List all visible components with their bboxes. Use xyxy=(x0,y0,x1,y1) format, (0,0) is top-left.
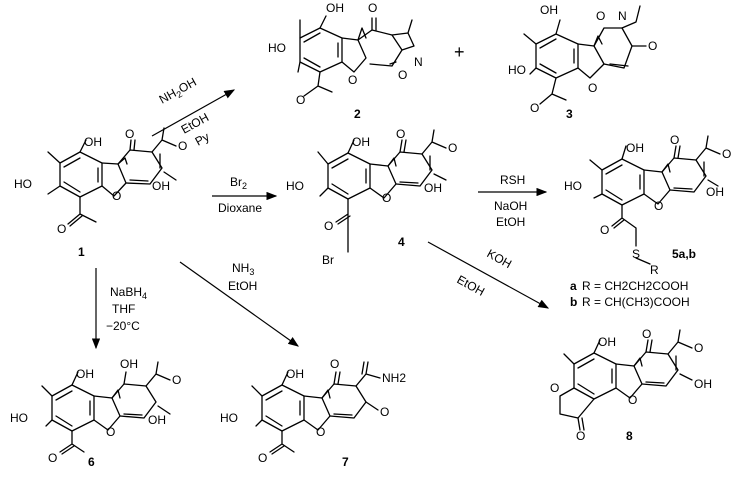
reagent-temperature: −20°C xyxy=(106,319,140,333)
atom-label: O xyxy=(550,381,559,395)
atom-label: O xyxy=(330,357,339,371)
atom-label: OH xyxy=(598,335,616,349)
reagent-py: Py xyxy=(193,130,212,149)
compound-number-8: 8 xyxy=(626,429,633,443)
atom-label: O xyxy=(368,1,377,15)
atom-label: O xyxy=(296,93,305,107)
r-group-b-key: b xyxy=(570,295,577,309)
atom-label: HO xyxy=(268,41,286,55)
reagent-etoh: EtOH xyxy=(228,279,257,293)
reagent-etoh: EtOH xyxy=(496,215,525,229)
compound-2-structure: OH HO O O N O O xyxy=(268,1,423,107)
compound-number-6: 6 xyxy=(88,455,95,469)
atom-label: O xyxy=(348,73,357,87)
reagent-nabh4: NaBH4 xyxy=(110,285,147,301)
atom-label: R xyxy=(650,263,659,277)
plus-sign: + xyxy=(454,42,465,62)
atom-label: O xyxy=(722,147,731,161)
reagent-koh: KOH xyxy=(485,246,515,271)
atom-label: O xyxy=(125,127,134,141)
atom-label: O xyxy=(324,219,333,233)
atom-label: O xyxy=(172,373,181,387)
atom-label: O xyxy=(448,141,457,155)
atom-label: O xyxy=(654,199,663,213)
atom-label: OH xyxy=(84,135,102,149)
reagent-br2: Br2 xyxy=(230,175,247,191)
atom-label: OH xyxy=(76,367,94,381)
atom-label: O xyxy=(694,341,703,355)
atom-label: OH xyxy=(626,141,644,155)
atom-label: OH xyxy=(352,135,370,149)
atom-label: HO xyxy=(508,63,526,77)
compound-6-structure: OH OH HO O O OH O xyxy=(10,357,181,465)
atom-label: HO xyxy=(14,177,32,191)
atom-label: O xyxy=(530,101,539,115)
arrow-1-to-7 xyxy=(179,261,299,347)
atom-label: O xyxy=(576,429,585,443)
atom-label: OH xyxy=(120,357,138,371)
reagent-dioxane: Dioxane xyxy=(218,201,262,215)
atom-label: O xyxy=(600,223,609,237)
atom-label: O xyxy=(316,425,325,439)
reagent-nh2oh: NH2OH xyxy=(157,75,200,109)
compound-number-5: 5a,b xyxy=(672,247,696,261)
compound-4-structure: OH HO O O O OH O Br xyxy=(286,127,457,267)
atom-label: OH xyxy=(152,179,170,193)
atom-label: O xyxy=(106,425,115,439)
atom-label: O xyxy=(112,189,121,203)
atom-label: OH xyxy=(694,377,712,391)
atom-label: O xyxy=(382,191,391,205)
compound-number-1: 1 xyxy=(78,245,85,259)
atom-label: OH xyxy=(706,185,724,199)
atom-label: OH xyxy=(540,3,558,17)
reagent-naoh: NaOH xyxy=(494,199,527,213)
arrow-1-to-2 xyxy=(151,89,236,137)
r-group-a-key: a xyxy=(570,279,577,293)
arrow-4-to-8 xyxy=(427,241,550,309)
atom-label: O xyxy=(57,222,66,236)
atom-label: S xyxy=(632,247,640,261)
atom-label: OH xyxy=(286,367,304,381)
compound-1-structure: OH HO O O O OH O xyxy=(14,127,187,236)
atom-label: O xyxy=(396,127,405,141)
atom-label: O xyxy=(178,139,187,153)
compound-number-7: 7 xyxy=(342,455,349,469)
compound-number-4: 4 xyxy=(398,235,405,249)
atom-label: O xyxy=(670,133,679,147)
atom-label: HO xyxy=(10,411,28,425)
atom-label: O xyxy=(642,327,651,341)
atom-label: HO xyxy=(286,179,304,193)
atom-label: OH xyxy=(148,413,166,427)
atom-label: O xyxy=(588,81,597,95)
compound-number-3: 3 xyxy=(566,107,573,121)
compound-number-2: 2 xyxy=(354,107,361,121)
atom-label: NH2 xyxy=(382,371,406,385)
atom-label: O xyxy=(398,68,407,82)
atom-label: HO xyxy=(220,411,238,425)
reagent-etoh: EtOH xyxy=(455,272,487,298)
atom-label: O xyxy=(258,451,267,465)
compound-5-structure: OH HO O O O OH O S R xyxy=(564,133,731,277)
atom-label: OH xyxy=(424,181,442,195)
atom-label: O xyxy=(48,451,57,465)
atom-label: N xyxy=(414,55,423,69)
atom-label: O xyxy=(648,39,657,53)
atom-label: Br xyxy=(322,253,334,267)
atom-label: HO xyxy=(564,179,582,193)
r-group-b-text: R = CH(CH3)COOH xyxy=(582,295,690,309)
compound-7-structure: OH HO O O NH2 O O xyxy=(220,357,406,465)
atom-label: O xyxy=(380,405,389,419)
atom-label: O xyxy=(596,9,605,23)
atom-label: N xyxy=(618,9,627,23)
reagent-rsh: RSH xyxy=(500,173,525,187)
atom-label: O xyxy=(628,393,637,407)
reagent-nh3: NH3 xyxy=(232,261,254,277)
atom-label: OH xyxy=(326,1,344,15)
compound-3-structure: OH HO O O N O O xyxy=(508,3,657,115)
compound-8-structure: OH O O O O OH O xyxy=(550,327,712,443)
r-group-a-text: R = CH2CH2COOH xyxy=(582,279,688,293)
reagent-thf: THF xyxy=(112,302,135,316)
